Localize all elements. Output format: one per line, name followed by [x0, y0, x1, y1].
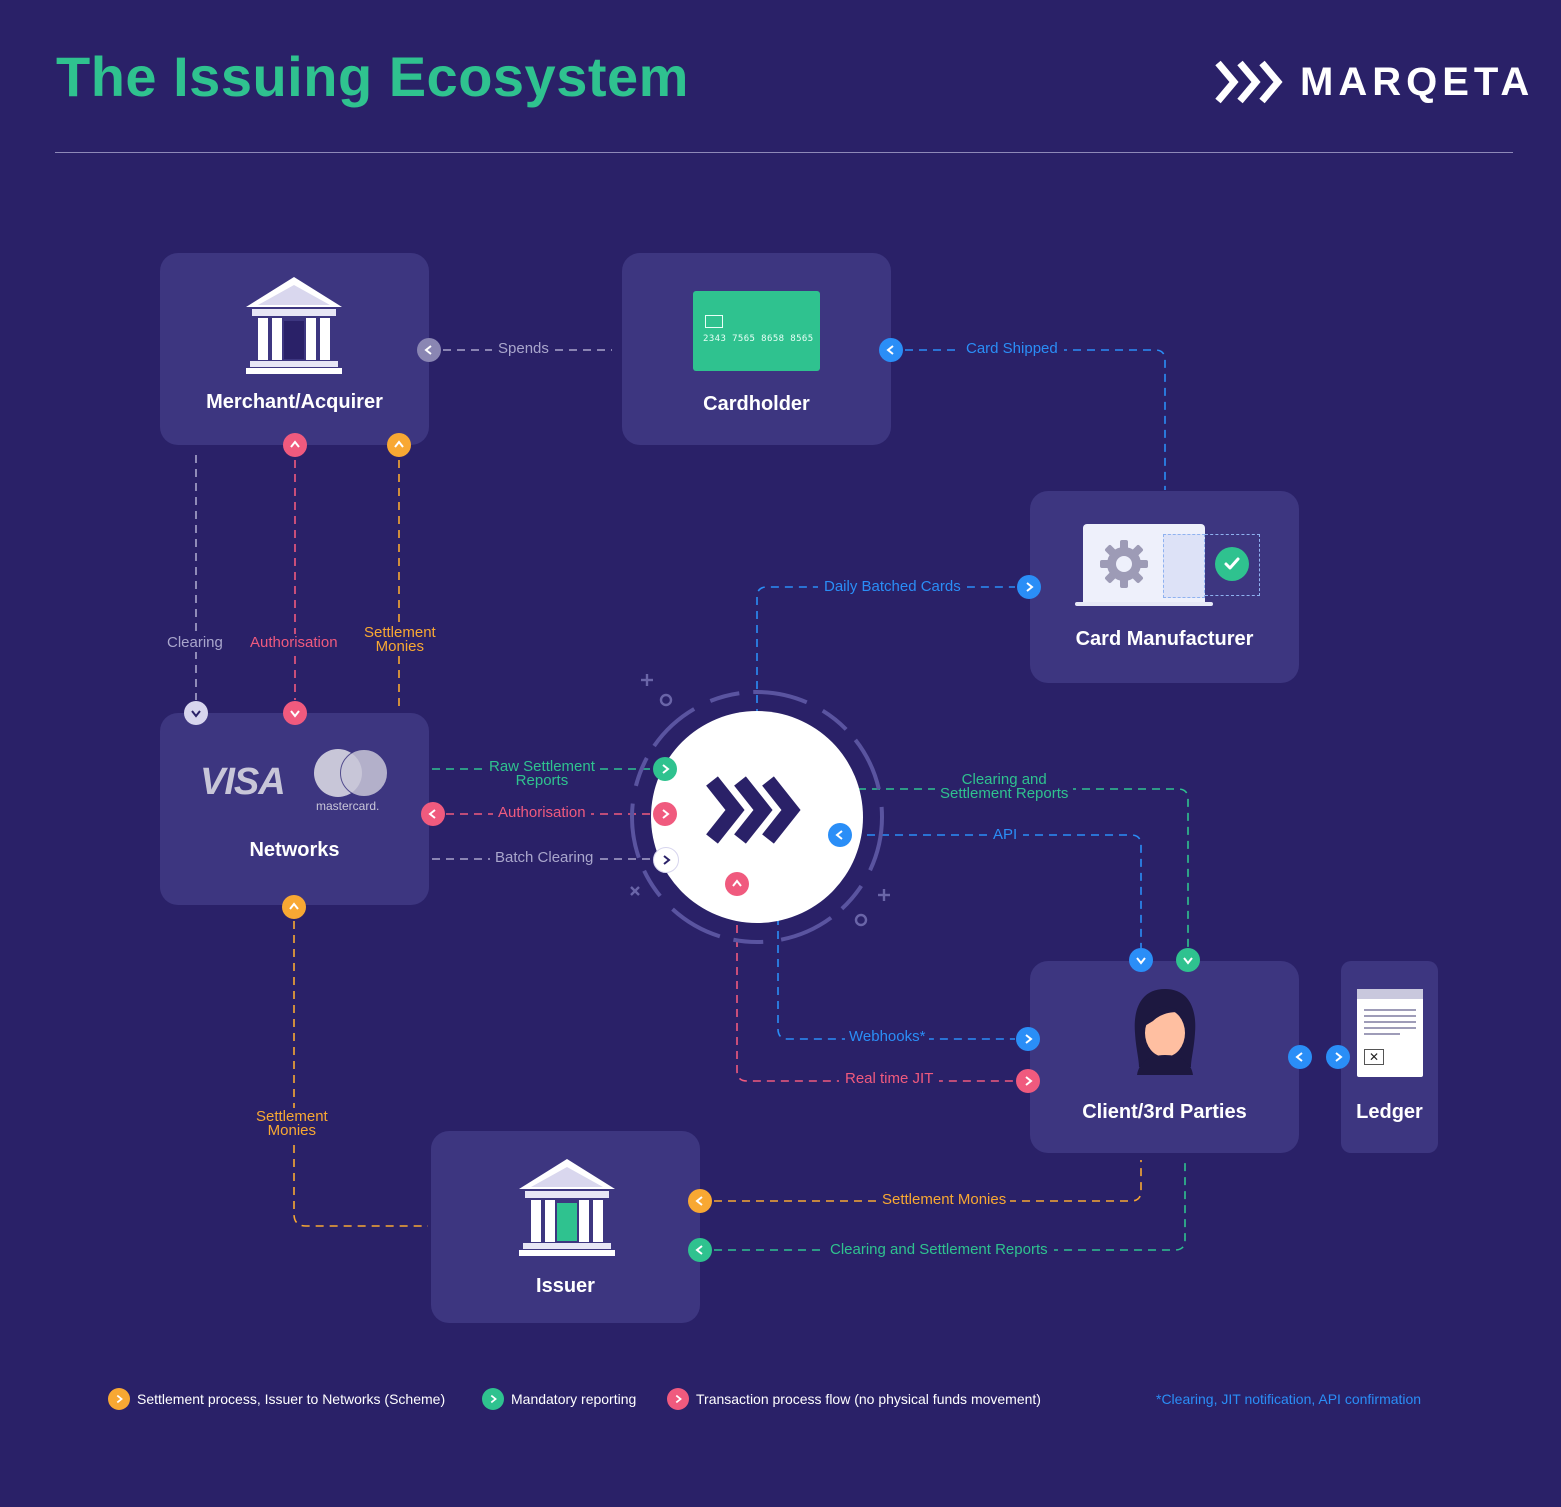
spends-label: Spends — [492, 341, 555, 356]
api-line — [853, 834, 1142, 948]
client-node: Client/3rd Parties — [1030, 961, 1299, 1153]
authorisation-arrow-up-icon — [283, 433, 307, 457]
ledger-document-icon: ✕ — [1357, 989, 1423, 1077]
ledger-label: Ledger — [1356, 1101, 1423, 1123]
card-number: 2343 7565 8658 8565 — [703, 334, 814, 344]
authorisation-top-label: Authorisation — [247, 634, 341, 652]
merchant-acquirer-label: Merchant/Acquirer — [206, 391, 383, 413]
api-label: API — [987, 827, 1024, 842]
card-shipped-line — [905, 349, 1166, 490]
clearing-reports-arrow-down-icon — [1176, 948, 1200, 972]
settlement-left-line — [293, 921, 428, 1227]
card-manufacturer-label: Card Manufacturer — [1075, 628, 1254, 650]
realtime-jit-arrow-right-icon — [1016, 1069, 1040, 1093]
dashed-frame — [1205, 534, 1260, 596]
person-avatar-icon — [1134, 989, 1196, 1075]
api-arrow-left-icon — [828, 823, 852, 847]
webhooks-label: Webhooks* — [845, 1029, 930, 1044]
realtime-jit-line — [736, 897, 1015, 1082]
legend-label-settlement: Settlement process, Issuer to Networks (… — [137, 1391, 446, 1407]
raw-settlement-arrow-right-icon — [653, 757, 677, 781]
api-arrow-down-icon — [1129, 948, 1153, 972]
laptop-icon — [1083, 524, 1205, 602]
card-shipped-arrow-left-icon — [879, 338, 903, 362]
mastercard-wordmark: mastercard. — [316, 799, 380, 813]
marqeta-logo: MARQETA — [1214, 52, 1534, 112]
daily-batched-cards-label: Daily Batched Cards — [818, 579, 967, 594]
page-title: The Issuing Ecosystem — [56, 45, 689, 108]
legend-label-reporting: Mandatory reporting — [511, 1391, 637, 1407]
daily-batched-cards-line — [756, 586, 1015, 745]
visa-logo: VISA — [200, 761, 286, 803]
batch-clearing-label: Batch Clearing — [490, 850, 599, 865]
bank-icon — [519, 1159, 615, 1256]
check-circle-icon — [1215, 547, 1249, 581]
clearing-settlement-bottom-label: Clearing and Settlement Reports — [824, 1242, 1054, 1257]
webhooks-line — [777, 875, 1015, 1040]
orange-arrow-icon — [108, 1388, 130, 1410]
red-arrow-icon — [667, 1388, 689, 1410]
authorisation-arrow-left-icon — [421, 802, 445, 826]
hub-chevrons-icon — [706, 776, 801, 844]
marqeta-chevrons-icon — [1215, 60, 1283, 104]
spends-arrow-left-icon — [417, 338, 441, 362]
clearing-label: Clearing — [164, 634, 226, 652]
clearing-arrow-down-icon — [184, 701, 208, 725]
ledger-arrow-right-icon — [1326, 1045, 1350, 1069]
client-label: Client/3rd Parties — [1082, 1101, 1247, 1123]
legend-label-transaction: Transaction process flow (no physical fu… — [696, 1391, 1041, 1407]
clearing-issuer-arrow-left-icon — [688, 1238, 712, 1262]
credit-card-icon: 2343 7565 8658 8565 — [693, 291, 820, 371]
webhooks-arrow-right-icon — [1016, 1027, 1040, 1051]
checkbox-x-icon: ✕ — [1364, 1049, 1384, 1065]
green-arrow-icon — [482, 1388, 504, 1410]
networks-node: VISA mastercard. Networks — [160, 713, 429, 905]
card-slot — [1163, 534, 1205, 598]
clearing-reports-bottom-line — [714, 1160, 1186, 1251]
legend-item-reporting: Mandatory reporting — [482, 1388, 636, 1410]
ledger-node: ✕ Ledger — [1341, 961, 1438, 1153]
settlement-monies-bottom-label: Settlement Monies — [878, 1192, 1011, 1207]
hub-ring — [630, 690, 884, 944]
ledger-arrow-left-icon — [1288, 1045, 1312, 1069]
daily-batched-arrow-right-icon — [1017, 575, 1041, 599]
footnote: *Clearing, JIT notification, API confirm… — [1156, 1391, 1422, 1407]
realtime-jit-label: Real time JIT — [839, 1071, 940, 1086]
brand-wordmark: MARQETA — [1300, 59, 1535, 104]
laptop-base — [1075, 602, 1213, 606]
cardholder-label: Cardholder — [703, 393, 810, 415]
issuer-label: Issuer — [536, 1275, 595, 1297]
clearing-settlement-line — [830, 788, 1189, 948]
legend-item-transaction: Transaction process flow (no physical fu… — [667, 1388, 1041, 1410]
authorisation-arrow-right-icon — [653, 802, 677, 826]
cardholder-node: 2343 7565 8658 8565 Cardholder — [622, 253, 891, 445]
settlement-issuer-arrow-left-icon — [688, 1189, 712, 1213]
legend-item-settlement: Settlement process, Issuer to Networks (… — [108, 1388, 445, 1410]
networks-label: Networks — [249, 839, 340, 861]
authorisation-mid-label: Authorisation — [493, 805, 591, 820]
card-manufacturer-node: Card Manufacturer — [1030, 491, 1299, 683]
settlement-networks-arrow-up-icon — [282, 895, 306, 919]
card-chip-icon — [705, 315, 723, 328]
issuer-node: Issuer — [431, 1131, 700, 1323]
settlement-arrow-up-icon — [387, 433, 411, 457]
realtime-jit-arrow-up-icon — [725, 872, 749, 896]
batch-clearing-arrow-right-icon — [653, 847, 679, 873]
authorisation-arrow-down-icon — [283, 701, 307, 725]
card-shipped-label: Card Shipped — [960, 341, 1064, 356]
bank-icon — [246, 277, 342, 374]
settlement-bottom-line — [714, 1160, 1142, 1202]
header-divider — [55, 152, 1513, 153]
merchant-acquirer-node: Merchant/Acquirer — [160, 253, 429, 445]
gear-icon — [1100, 540, 1148, 588]
hub-decorations — [630, 674, 890, 927]
mastercard-logo — [312, 749, 392, 799]
